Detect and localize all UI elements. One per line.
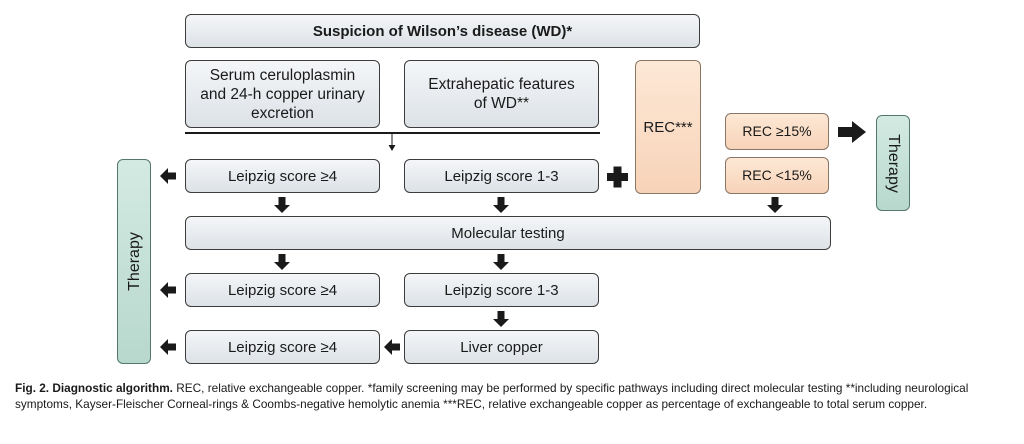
leipzig-high-label-1: Leipzig score ≥4 (227, 167, 338, 185)
leipzig-high-box-2: Leipzig score ≥4 (185, 273, 380, 307)
liver-copper-label: Liver copper (460, 338, 543, 356)
leipzig-mid-label-1: Leipzig score 1-3 (444, 167, 559, 185)
serum-tests-label: Serum ceruloplasmin and 24-h copper urin… (200, 66, 365, 122)
figure-caption: Fig. 2. Diagnostic algorithm. REC, relat… (15, 380, 1015, 412)
leipzig-mid-box-1: Leipzig score 1-3 (404, 159, 599, 193)
leipzig-mid-box-2: Leipzig score 1-3 (404, 273, 599, 307)
rec-low-box: REC <15% (725, 157, 829, 194)
rec-low-label: REC <15% (742, 167, 812, 183)
arrow-down-1 (274, 197, 290, 213)
arrow-down-4 (274, 254, 290, 270)
suspicion-box: Suspicion of Wilson’s disease (WD)* (185, 14, 700, 48)
arrows-layer (160, 121, 866, 355)
rec-high-box: REC ≥15% (725, 113, 829, 150)
rec-box: REC*** (635, 60, 701, 194)
molecular-testing-box: Molecular testing (185, 216, 831, 250)
extrahepatic-box: Extrahepatic features of WD** (404, 60, 599, 128)
thin-arrow-head (388, 145, 396, 151)
arrow-down-5 (493, 254, 509, 270)
arrow-left-1 (160, 168, 176, 184)
therapy-left-box: Therapy (117, 159, 151, 364)
plus-icon (607, 166, 628, 188)
leipzig-high-box-1: Leipzig score ≥4 (185, 159, 380, 193)
arrow-down-2 (493, 197, 509, 213)
serum-tests-box: Serum ceruloplasmin and 24-h copper urin… (185, 60, 380, 128)
leipzig-mid-label-2: Leipzig score 1-3 (444, 281, 559, 299)
rec-label: REC*** (643, 118, 693, 136)
caption-text: REC, relative exchangeable copper. *fami… (15, 381, 969, 411)
arrow-down-3 (767, 197, 783, 213)
molecular-testing-label: Molecular testing (451, 224, 565, 242)
rec-high-label: REC ≥15% (742, 123, 812, 139)
caption-label: Fig. 2. Diagnostic algorithm. (15, 381, 173, 395)
arrow-left-2 (160, 282, 176, 298)
arrow-left-3 (160, 339, 176, 355)
arrow-left-4 (384, 339, 400, 355)
leipzig-high-box-3: Leipzig score ≥4 (185, 330, 380, 364)
therapy-right-box: Therapy (876, 115, 910, 211)
merge-line (185, 132, 600, 134)
suspicion-label: Suspicion of Wilson’s disease (WD)* (312, 22, 573, 40)
extrahepatic-label: Extrahepatic features of WD** (428, 76, 575, 112)
liver-copper-box: Liver copper (404, 330, 599, 364)
arrow-down-6 (493, 311, 509, 327)
leipzig-high-label-2: Leipzig score ≥4 (227, 281, 338, 299)
leipzig-high-label-3: Leipzig score ≥4 (227, 338, 338, 356)
arrow-right-therapy (838, 121, 866, 143)
